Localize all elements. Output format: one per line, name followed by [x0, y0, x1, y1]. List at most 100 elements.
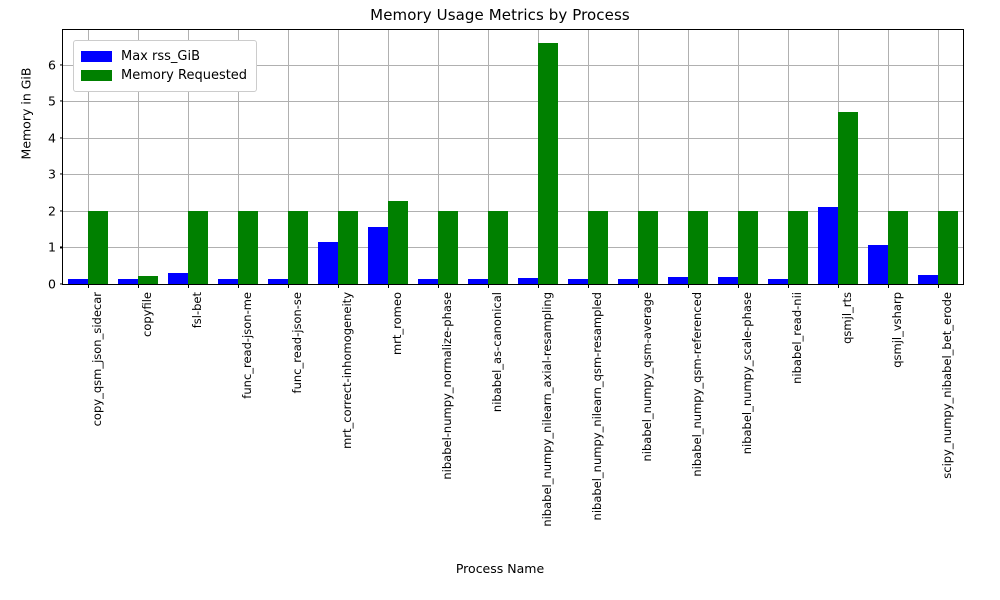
- bar-memory-requested: [888, 210, 908, 284]
- x-tick-label: fsl-bet: [189, 292, 204, 329]
- gridline-vertical: [88, 30, 89, 284]
- bar-memory-requested: [588, 210, 608, 284]
- gridline-horizontal: [63, 101, 963, 103]
- gridline-vertical: [288, 30, 289, 284]
- x-tick-label-text: mrt_correct-inhomogeneity: [339, 292, 354, 449]
- gridline-vertical: [688, 30, 689, 284]
- x-tick-label-text: mrt_romeo: [389, 292, 404, 356]
- y-tick-label: 5: [48, 93, 56, 109]
- x-tick-mark: [838, 284, 840, 288]
- x-tick-label: func_read-json-me: [240, 292, 254, 399]
- legend-swatch-memory-requested: [81, 70, 112, 81]
- x-tick-mark: [738, 284, 740, 288]
- bar-memory-requested: [488, 210, 508, 284]
- y-tick-mark: [59, 64, 63, 66]
- gridline-vertical: [938, 30, 939, 284]
- bar-max-rss: [568, 278, 588, 284]
- x-tick-label: nibabel-numpy_normalize-phase: [439, 292, 454, 480]
- x-tick-label: copyfile: [139, 292, 154, 337]
- x-tick-label: nibabel_numpy_scale-phase: [739, 292, 754, 455]
- bar-max-rss: [518, 278, 538, 284]
- x-tick-label-text: nibabel_numpy_qsm-referenced: [689, 292, 704, 477]
- x-tick-mark: [538, 284, 540, 288]
- gridline-vertical: [738, 30, 739, 284]
- x-tick-label-text: scipy_numpy_nibabel_bet_erode: [939, 292, 954, 479]
- chart-title: Memory Usage Metrics by Process: [370, 6, 630, 24]
- chart-legend: Max rss_GiB Memory Requested: [73, 40, 258, 92]
- legend-item-max-rss: Max rss_GiB: [81, 47, 247, 66]
- y-tick-mark: [59, 173, 63, 175]
- gridline-vertical: [338, 30, 339, 284]
- bar-max-rss: [268, 278, 288, 284]
- x-tick-label: qsmjl_rts: [839, 292, 854, 344]
- bar-memory-requested: [288, 210, 308, 284]
- x-tick-mark: [488, 284, 490, 288]
- x-tick-label-text: nibabel-numpy_normalize-phase: [439, 292, 454, 480]
- x-tick-mark: [88, 284, 90, 288]
- bar-memory-requested: [238, 210, 258, 284]
- y-tick-label: 2: [48, 203, 56, 219]
- x-tick-label: scipy_numpy_nibabel_bet_erode: [939, 292, 954, 479]
- bar-max-rss: [318, 241, 338, 284]
- gridline-vertical: [488, 30, 489, 284]
- x-tick-mark: [688, 284, 690, 288]
- x-tick-label: func_read-json-se: [290, 292, 304, 393]
- bar-memory-requested: [688, 210, 708, 284]
- bar-memory-requested: [88, 210, 108, 284]
- x-tick-label: nibabel_numpy_qsm-average: [639, 292, 654, 462]
- x-tick-label-text: fsl-bet: [189, 292, 204, 329]
- bar-memory-requested: [538, 42, 558, 284]
- bar-memory-requested: [338, 210, 358, 284]
- y-tick-mark: [59, 100, 63, 102]
- x-tick-mark: [338, 284, 340, 288]
- x-tick-mark: [288, 284, 290, 288]
- bar-max-rss: [418, 278, 438, 284]
- x-tick-mark: [638, 284, 640, 288]
- x-tick-label-text: copyfile: [139, 292, 154, 337]
- x-tick-mark: [138, 284, 140, 288]
- bar-max-rss: [618, 278, 638, 284]
- bar-memory-requested: [838, 112, 858, 284]
- legend-label-memory-requested: Memory Requested: [121, 68, 248, 83]
- bar-max-rss: [218, 278, 238, 284]
- gridline-horizontal: [63, 210, 963, 212]
- x-tick-mark: [438, 284, 440, 288]
- bar-max-rss: [118, 278, 138, 284]
- x-tick-label: nibabel_numpy_nilearn_axial-resampling: [540, 292, 554, 527]
- bar-max-rss: [68, 278, 88, 284]
- x-axis-label: Process Name: [455, 561, 545, 576]
- y-tick-mark: [59, 283, 63, 285]
- x-tick-label: nibabel_numpy_qsm-referenced: [689, 292, 704, 477]
- gridline-vertical: [388, 30, 389, 284]
- gridline-vertical: [238, 30, 239, 284]
- gridline-vertical: [188, 30, 189, 284]
- legend-swatch-max-rss: [81, 51, 112, 62]
- bar-max-rss: [168, 273, 188, 284]
- gridline-vertical: [638, 30, 639, 284]
- bar-max-rss: [718, 277, 738, 284]
- y-tick-mark: [59, 246, 63, 248]
- gridline-vertical: [138, 30, 139, 284]
- x-tick-mark: [588, 284, 590, 288]
- bar-max-rss: [768, 278, 788, 284]
- gridline-horizontal: [63, 64, 963, 66]
- x-tick-mark: [188, 284, 190, 288]
- y-tick-mark: [59, 210, 63, 212]
- x-tick-label: nibabel_numpy_nilearn_qsm-resampled: [590, 292, 604, 520]
- bar-max-rss: [918, 274, 938, 284]
- legend-item-memory-requested: Memory Requested: [81, 66, 247, 85]
- x-tick-label: nibabel_as-canonical: [490, 292, 504, 412]
- bar-memory-requested: [788, 210, 808, 284]
- x-tick-label-text: nibabel_numpy_scale-phase: [739, 292, 754, 455]
- gridline-horizontal: [63, 174, 963, 176]
- x-tick-label-text: qsmjl_rts: [839, 292, 854, 344]
- y-axis-label: Memory in GiB: [18, 67, 34, 160]
- y-tick-label: 4: [48, 130, 56, 146]
- gridline-vertical: [438, 30, 439, 284]
- x-tick-label-text: nibabel_numpy_qsm-average: [639, 292, 654, 462]
- bar-memory-requested: [738, 210, 758, 284]
- bar-memory-requested: [188, 210, 208, 284]
- bar-memory-requested: [638, 210, 658, 284]
- legend-label-max-rss: Max rss_GiB: [121, 49, 201, 64]
